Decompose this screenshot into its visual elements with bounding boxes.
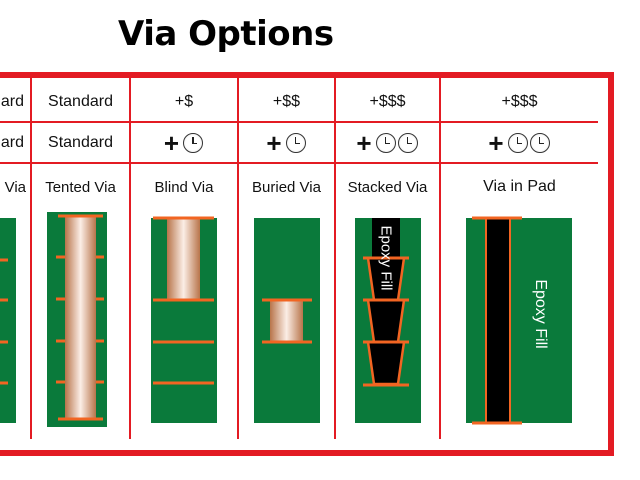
copper-barrel — [270, 300, 303, 342]
copper-barrel — [65, 216, 96, 418]
buried-via-diagram — [254, 218, 320, 423]
time-cell-partial: ard — [0, 134, 24, 151]
clock-icon — [375, 133, 396, 153]
cost-cell-partial: ard — [0, 93, 24, 110]
partial-via-diagram — [0, 218, 16, 423]
pcb-board — [0, 218, 16, 423]
cost-cell-buried: +$$ — [272, 93, 301, 110]
cost-cell-tented: Standard — [48, 93, 113, 110]
plus-sign: + — [163, 128, 180, 158]
page-title: Via Options — [118, 14, 334, 54]
clock-icon — [285, 133, 306, 153]
clock-icon — [183, 133, 204, 153]
via-name-buried: Buried Via — [252, 178, 321, 196]
via-name-partial: n Via — [0, 178, 26, 196]
column-divider — [237, 78, 239, 439]
pcb-board — [466, 218, 572, 423]
clock-icon — [529, 133, 550, 153]
cost-cell-stacked: +$$$ — [369, 93, 406, 110]
plus-sign: + — [488, 128, 504, 158]
tented-via-diagram — [47, 212, 107, 427]
epoxy-fill — [486, 218, 510, 423]
via-in-pad-diagram — [466, 216, 572, 425]
pad-epoxy-fill-label: Epoxy Fill — [532, 279, 549, 349]
blind-via-diagram — [151, 216, 217, 423]
time-cell-blind: + — [131, 125, 237, 161]
time-cell-stacked: + — [336, 125, 439, 161]
plus-sign: + — [356, 128, 372, 158]
cost-cell-pad: +$$$ — [501, 93, 538, 110]
row-divider — [0, 121, 598, 123]
time-cell-buried: + — [239, 125, 334, 161]
column-divider — [30, 78, 32, 439]
column-divider — [334, 78, 336, 439]
row-divider — [0, 162, 598, 164]
stacked-via-diagram — [355, 218, 421, 423]
clock-icon — [397, 133, 418, 153]
cost-cell-blind: +$ — [174, 93, 194, 110]
time-cell-pad: + — [441, 125, 598, 161]
clock-icon — [507, 133, 528, 153]
via-name-pad: Via in Pad — [483, 178, 556, 195]
copper-barrel — [167, 218, 200, 300]
stacked-epoxy-fill-label: Epoxy Fill — [377, 225, 395, 291]
via-name-blind: Blind Via — [154, 178, 214, 196]
via-name-tented: Tented Via — [45, 178, 116, 196]
column-divider — [439, 78, 441, 439]
via-name-stacked: Stacked Via — [347, 178, 428, 196]
plus-sign: + — [266, 128, 282, 158]
column-divider — [129, 78, 131, 439]
time-cell-tented: Standard — [48, 134, 113, 151]
